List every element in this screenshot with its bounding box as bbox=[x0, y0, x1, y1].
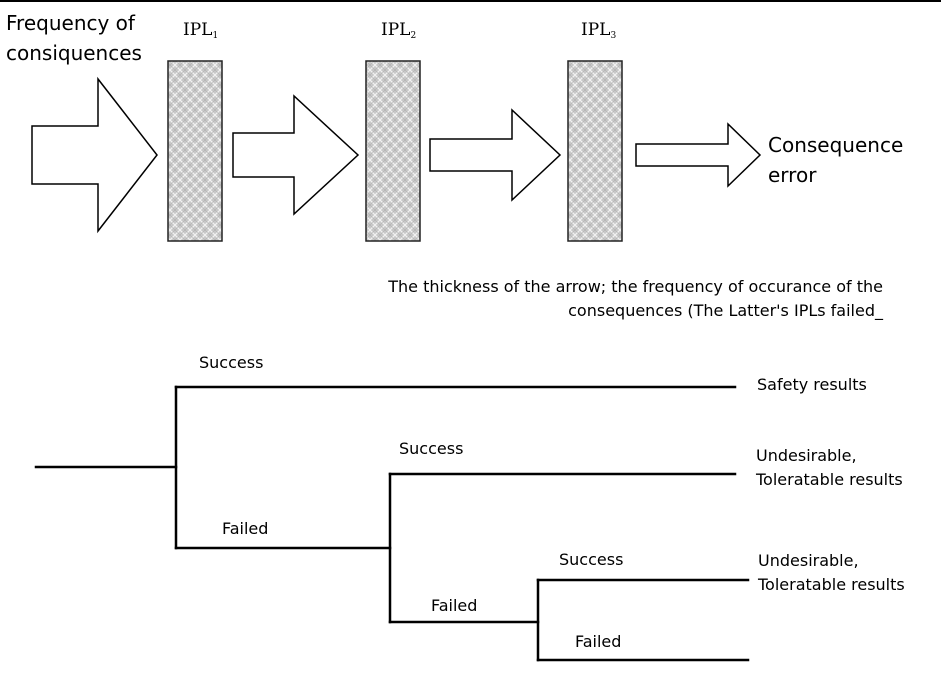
caption-line2: consequences (The Latter's IPLs failed_ bbox=[568, 301, 883, 320]
arrow-2 bbox=[232, 94, 360, 216]
result-undesirable-2-line2: Toleratable results bbox=[758, 575, 905, 594]
top-border-line bbox=[0, 0, 941, 2]
ipl1-barrier bbox=[167, 60, 223, 242]
ipl3-subscript: 3 bbox=[610, 31, 617, 41]
arrow-3 bbox=[429, 108, 562, 202]
ipl2-barrier bbox=[365, 60, 421, 242]
event-tree bbox=[34, 385, 750, 662]
branch-success-2: Success bbox=[399, 439, 464, 458]
frequency-label-line1: Frequency of bbox=[6, 11, 135, 35]
branch-failed-3: Failed bbox=[575, 632, 622, 651]
result-safety: Safety results bbox=[757, 375, 867, 394]
branch-failed-2: Failed bbox=[431, 596, 478, 615]
ipl1-text: IPL bbox=[183, 20, 213, 40]
consequence-label-line1: Consequence bbox=[768, 133, 904, 157]
caption-line1: The thickness of the arrow; the frequenc… bbox=[388, 277, 883, 296]
ipl1-label: IPL1 bbox=[183, 20, 218, 41]
ipl3-barrier bbox=[567, 60, 623, 242]
branch-success-3: Success bbox=[559, 550, 624, 569]
arrow-caption: The thickness of the arrow; the frequenc… bbox=[300, 275, 883, 323]
result-undesirable-1-line1: Undesirable, bbox=[756, 446, 857, 465]
ipl2-subscript: 2 bbox=[410, 31, 417, 41]
result-undesirable-2-line1: Undesirable, bbox=[758, 551, 859, 570]
ipl3-label: IPL3 bbox=[581, 20, 616, 41]
result-undesirable-2: Undesirable, Toleratable results bbox=[758, 549, 905, 597]
consequence-label: Consequence error bbox=[768, 130, 903, 190]
frequency-label-line2: consiquences bbox=[6, 41, 142, 65]
branch-success-1: Success bbox=[199, 353, 264, 372]
ipl3-text: IPL bbox=[581, 20, 611, 40]
result-undesirable-1: Undesirable, Toleratable results bbox=[756, 444, 903, 492]
ipl2-label: IPL2 bbox=[381, 20, 416, 41]
arrow-1 bbox=[31, 76, 158, 234]
branch-failed-1: Failed bbox=[222, 519, 269, 538]
result-undesirable-1-line2: Toleratable results bbox=[756, 470, 903, 489]
consequence-label-line2: error bbox=[768, 163, 817, 187]
ipl1-subscript: 1 bbox=[212, 31, 219, 41]
frequency-label: Frequency of consiquences bbox=[6, 8, 142, 68]
ipl2-text: IPL bbox=[381, 20, 411, 40]
arrow-4 bbox=[635, 122, 762, 188]
